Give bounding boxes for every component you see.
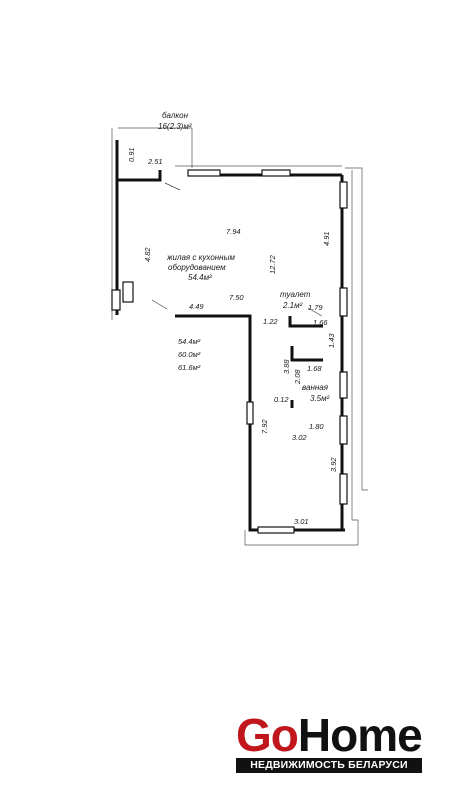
window-right-5 [339, 473, 348, 505]
dim-3-01: 3.01 [294, 517, 309, 526]
dim-3-88: 3.88 [282, 359, 291, 374]
dim-0-12: 0.12 [274, 395, 289, 404]
dim-1-79: 1.79 [308, 303, 323, 312]
window-right-3 [339, 371, 348, 399]
window-top-2 [261, 169, 291, 177]
logo-tagline: НЕДВИЖИМОСТЬ БЕЛАРУСИ [236, 758, 422, 773]
living-label-line1: жилая с кухонным [166, 253, 235, 262]
logo-home: Home [297, 709, 423, 761]
dim-12-72: 12.72 [268, 254, 277, 274]
window-left-1 [246, 401, 254, 425]
dim-1-66: 1.66 [313, 318, 328, 327]
dim-4-49: 4.49 [189, 302, 204, 311]
window-left-2 [111, 289, 121, 311]
gohome-logo: GoHome НЕДВИЖИМОСТЬ БЕЛАРУСИ [236, 712, 424, 774]
bath-label: ванная [302, 383, 329, 392]
dim-3-02: 3.02 [292, 433, 307, 442]
dim-3-92: 3.92 [329, 457, 338, 472]
window-right-1 [339, 181, 348, 209]
bath-area: 3.5м² [310, 394, 330, 403]
kitchen-block [122, 281, 134, 303]
dim-1-43: 1.43 [327, 333, 336, 348]
balcony-area: 16(2.3)м² [158, 122, 192, 131]
living-area: 54.4м² [188, 273, 212, 282]
dim-7-94: 7.94 [226, 227, 241, 236]
dim-2-08: 2.08 [293, 369, 302, 385]
windows [111, 169, 348, 534]
dim-4-82: 4.82 [143, 247, 152, 262]
dim-1-22: 1.22 [263, 317, 278, 326]
total-3: 61.6м² [178, 363, 201, 372]
toilet-area: 2.1м² [282, 301, 303, 310]
toilet-label: туалет [280, 290, 311, 299]
dim-2-51: 2.51 [147, 157, 163, 166]
leaders [151, 182, 323, 317]
dim-7-92: 7.92 [260, 419, 269, 434]
dim-4-91: 4.91 [322, 231, 331, 246]
total-1: 54.4м² [178, 337, 201, 346]
window-right-2 [339, 287, 348, 317]
window-bottom-1 [257, 526, 295, 534]
dim-1-68: 1.68 [307, 364, 322, 373]
walls [115, 140, 345, 532]
total-2: 60.0м² [178, 350, 201, 359]
logo-go: Go [236, 709, 299, 761]
dim-1-80: 1.80 [309, 422, 324, 431]
outline-lines [111, 127, 368, 546]
living-label-line2: оборудованием [168, 263, 226, 272]
window-top-1 [187, 169, 221, 177]
dim-0-91: 0.91 [127, 147, 136, 162]
balcony-label: балкон [162, 111, 189, 120]
logo-word: GoHome [236, 709, 423, 761]
window-right-4 [339, 415, 348, 445]
labels: балкон 16(2.3)м² 0.91 2.51 7.94 4.82 4.9… [127, 111, 338, 526]
dim-7-50: 7.50 [229, 293, 244, 302]
